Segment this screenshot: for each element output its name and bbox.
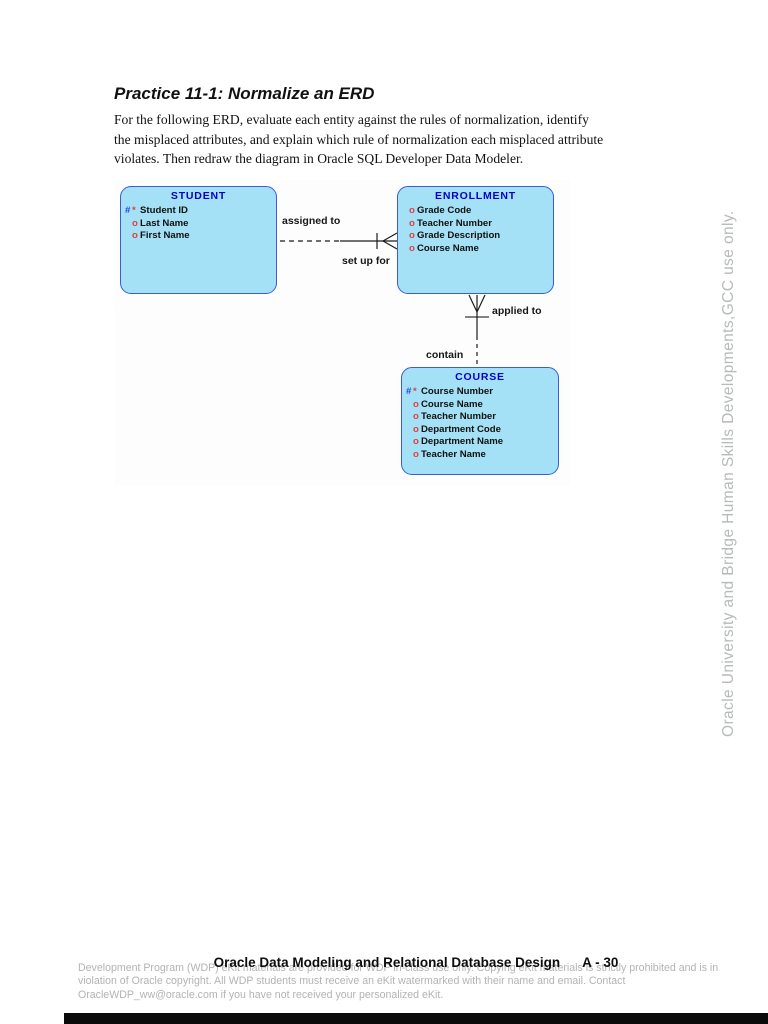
entity-course: COURSE # * Course Number o Course Name o… bbox=[401, 367, 559, 475]
attribute-row: o Grade Description bbox=[402, 230, 553, 243]
attribute-row: o Last Name bbox=[125, 218, 276, 231]
footer-watermark-line: OracleWDP_ww@oracle.com if you have not … bbox=[78, 988, 444, 1001]
footer-watermark-line: Development Program (WDP) eKit materials… bbox=[78, 962, 719, 974]
relationship-label-assigned-to: assigned to bbox=[282, 215, 341, 227]
key-marker: # bbox=[406, 386, 412, 397]
attribute-label: Course Name bbox=[417, 242, 479, 254]
optional-marker: o bbox=[413, 436, 419, 448]
entity-enrollment: ENROLLMENT o Grade Code o Teacher Number… bbox=[397, 186, 554, 294]
footer-title: Oracle Data Modeling and Relational Data… bbox=[64, 955, 768, 970]
footer-watermark-line: violation of Oracle copyright. All WDP s… bbox=[78, 975, 626, 988]
attribute-list: # * Course Number o Course Name o Teache… bbox=[402, 386, 558, 462]
attribute-label: Department Name bbox=[421, 436, 504, 448]
entity-title: STUDENT bbox=[170, 190, 227, 202]
mandatory-marker: * bbox=[413, 386, 417, 397]
attribute-list: # * Student ID o Last Name o First Name bbox=[121, 205, 276, 243]
optional-marker: o bbox=[409, 230, 415, 242]
footer-watermark: Development Program (WDP) eKit materials… bbox=[78, 962, 718, 1002]
attribute-row: o Department Code bbox=[406, 424, 558, 437]
relationship-label-applied-to: applied to bbox=[492, 305, 542, 317]
footer-book-title: Oracle Data Modeling and Relational Data… bbox=[213, 955, 561, 970]
attribute-label: Course Name bbox=[421, 398, 483, 410]
intro-line: violates. Then redraw the diagram in Ora… bbox=[114, 151, 524, 166]
entity-student: STUDENT # * Student ID o Last Name o Fir… bbox=[120, 186, 277, 294]
attribute-label: Course Number bbox=[421, 386, 493, 397]
entity-title: COURSE bbox=[455, 371, 505, 383]
attribute-row: o Grade Code bbox=[402, 205, 553, 218]
intro-line: the misplaced attributes, and explain wh… bbox=[114, 131, 604, 147]
page-title: Practice 11-1: Normalize an ERD bbox=[114, 84, 375, 103]
attribute-row: o First Name bbox=[125, 230, 276, 243]
attribute-label: Student ID bbox=[140, 205, 188, 216]
page-number: A - 30 bbox=[582, 955, 619, 970]
optional-marker: o bbox=[413, 448, 419, 460]
relationship-label-set-up-for: set up for bbox=[342, 255, 390, 267]
attribute-label: Department Code bbox=[421, 423, 501, 435]
optional-marker: o bbox=[132, 230, 138, 242]
attribute-row: # * Course Number bbox=[406, 386, 558, 399]
attribute-row: o Teacher Number bbox=[402, 218, 553, 231]
optional-marker: o bbox=[409, 205, 415, 216]
mandatory-marker: * bbox=[132, 205, 136, 216]
attribute-row: # * Student ID bbox=[125, 205, 276, 218]
relationship-label-contain: contain bbox=[426, 349, 464, 361]
attribute-label: Last Name bbox=[140, 217, 189, 229]
attribute-row: o Department Name bbox=[406, 436, 558, 449]
intro-line: For the following ERD, evaluate each ent… bbox=[114, 112, 589, 127]
attribute-label: Grade Code bbox=[417, 205, 472, 216]
optional-marker: o bbox=[413, 411, 419, 423]
optional-marker: o bbox=[413, 423, 419, 435]
attribute-label: Teacher Name bbox=[421, 448, 486, 460]
intro-paragraph: For the following ERD, evaluate each ent… bbox=[114, 110, 603, 169]
entity-title: ENROLLMENT bbox=[435, 190, 516, 202]
attribute-row: o Teacher Name bbox=[406, 449, 558, 462]
attribute-list: o Grade Code o Teacher Number o Grade De… bbox=[398, 205, 553, 255]
optional-marker: o bbox=[409, 217, 415, 229]
attribute-row: o Course Name bbox=[406, 399, 558, 412]
attribute-label: First Name bbox=[140, 230, 190, 242]
attribute-label: Grade Description bbox=[417, 230, 501, 242]
relationship-lines bbox=[280, 232, 489, 366]
optional-marker: o bbox=[409, 242, 415, 254]
attribute-row: o Course Name bbox=[402, 243, 553, 256]
scan-artifact-bar bbox=[64, 1013, 768, 1024]
attribute-label: Teacher Number bbox=[417, 217, 492, 229]
attribute-row: o Teacher Number bbox=[406, 411, 558, 424]
optional-marker: o bbox=[413, 398, 419, 410]
side-watermark: Oracle University and Bridge Human Skill… bbox=[720, 210, 737, 737]
attribute-label: Teacher Number bbox=[421, 411, 496, 423]
erd-diagram: assigned to set up for applied to contai… bbox=[115, 180, 570, 485]
key-marker: # bbox=[125, 205, 131, 216]
optional-marker: o bbox=[132, 217, 138, 229]
